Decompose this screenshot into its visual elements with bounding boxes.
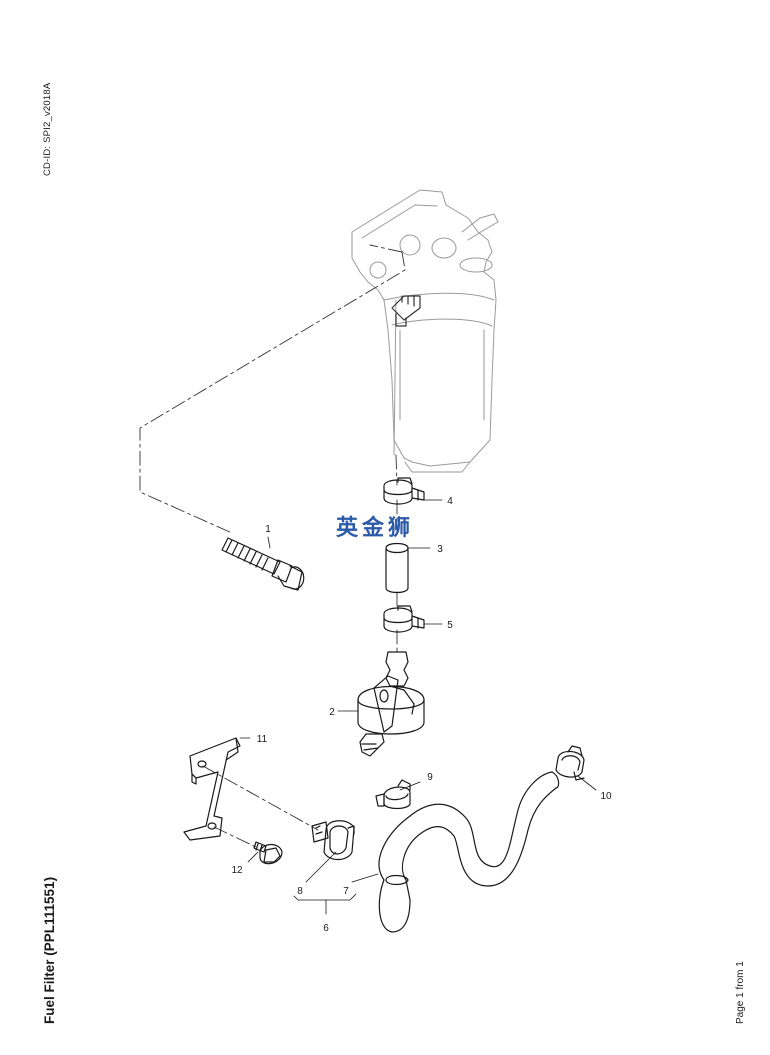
part-7-fuel-hose <box>378 771 560 933</box>
callout-6: 6 <box>323 923 329 934</box>
part-1-bolt <box>221 537 305 591</box>
callout-7: 7 <box>343 886 349 897</box>
callout-numbers: 1 2 3 4 5 6 7 8 9 10 11 12 <box>231 496 612 934</box>
part-10-hose-clamp <box>555 745 585 781</box>
callout-8: 8 <box>297 886 303 897</box>
part-8-p-clip <box>311 820 355 861</box>
part-5-hose-clamp <box>383 605 425 633</box>
callout-5: 5 <box>447 620 453 631</box>
assembly-leader-lines <box>139 244 406 849</box>
part-11-bracket <box>183 737 241 841</box>
part-3-hose <box>385 542 409 594</box>
callout-leaders <box>239 499 597 915</box>
callout-3: 3 <box>437 544 443 555</box>
callout-9: 9 <box>427 772 433 783</box>
callout-11: 11 <box>257 734 268 745</box>
part-12-flange-bolt <box>253 841 283 865</box>
watermark-logo: 英金狮 <box>336 516 415 541</box>
filter-inlet-fitting <box>391 295 421 327</box>
filter-housing-ghost <box>351 189 499 473</box>
part-2-pump <box>357 651 425 757</box>
callout-4: 4 <box>447 496 453 507</box>
callout-1: 1 <box>265 524 271 535</box>
callout-12: 12 <box>231 865 243 876</box>
callout-10: 10 <box>600 791 612 802</box>
callout-2: 2 <box>329 707 335 718</box>
part-4-hose-clamp <box>383 477 425 505</box>
part-9-hose-clamp <box>375 779 411 810</box>
